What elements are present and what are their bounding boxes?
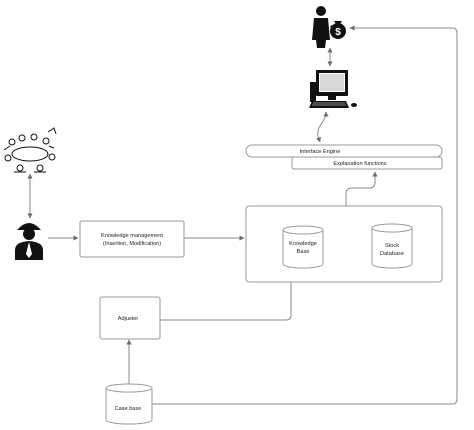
explanation-functions-box: Explanation functions [291, 156, 443, 170]
inference-engine-box: Interface Engine [245, 144, 443, 158]
knowledge-management-sublabel: (Insertion, Modification) [103, 241, 161, 247]
meeting-table-icon [3, 127, 57, 173]
adjuster-label: Adjuster [118, 316, 139, 322]
knowledge-base-label: Knowledge [289, 241, 317, 247]
feedback-loop-connector [152, 25, 458, 405]
case-base-label: Case base [115, 406, 142, 412]
engineer-with-hardhat-icon [15, 223, 43, 260]
businessman-with-money-bag-icon: $ [312, 6, 346, 48]
stock-database-label: Stock [385, 243, 399, 249]
stock-database-sublabel: Database [380, 251, 404, 257]
inference-engine-label: Interface Engine [300, 149, 341, 155]
svg-text:$: $ [335, 27, 341, 38]
knowledge-container-box [245, 205, 443, 283]
stock-database-cylinder: Stock Database [371, 223, 413, 269]
adjuster-box: Adjuster [99, 296, 161, 340]
computer-engine-connector [316, 111, 329, 143]
knowledge-management-label: Knowledge management [101, 233, 163, 239]
knowledge-base-cylinder: Knowledge Base [282, 225, 324, 269]
adjuster-knowledge-base-connector [160, 269, 294, 321]
desktop-computer-icon [309, 70, 357, 108]
knowledge-management-box: Knowledge management (Insertion, Modific… [79, 220, 185, 258]
case-base-cylinder: Case base [105, 383, 153, 425]
explanation-functions-label: Explanation functions [333, 161, 386, 167]
knowledge-base-sublabel: Base [297, 249, 310, 255]
container-explanation-connector [345, 171, 378, 206]
